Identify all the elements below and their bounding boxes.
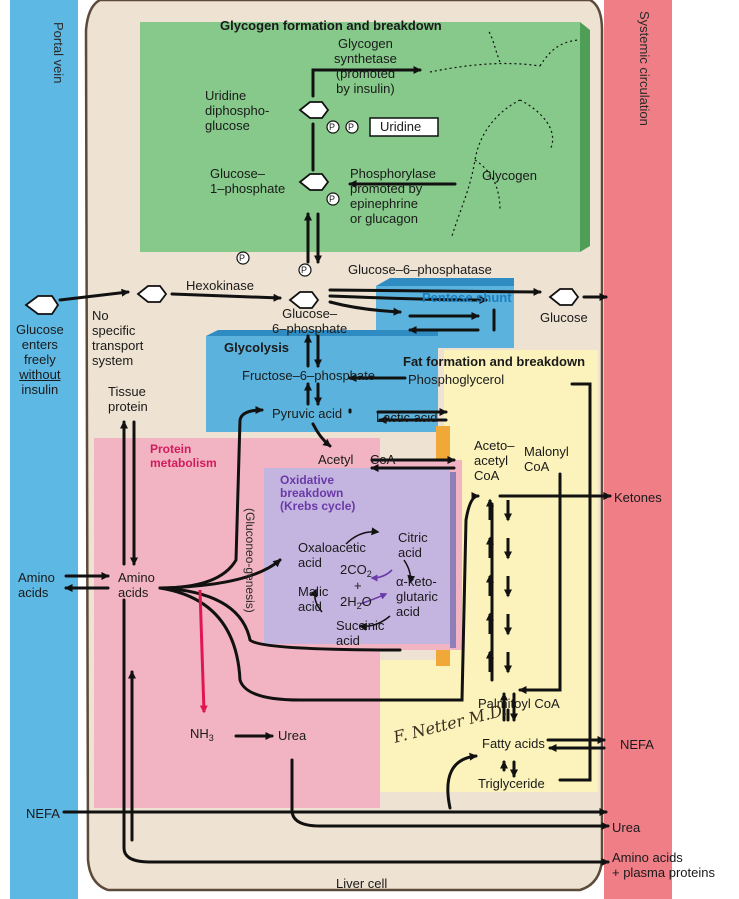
nefa-left-label: NEFA [26,806,60,821]
nefa-right-label: NEFA [620,737,654,752]
p-symbol: P [329,194,336,204]
glycogen-block [140,22,580,252]
phosphate-p-icon [236,120,359,277]
glycolysis-section-title: Glycolysis [224,340,290,355]
krebs-block-edge [450,472,456,648]
nh3-label: NH3 [190,726,214,743]
urea-out-label: Urea [612,820,641,835]
glycolysis-block [206,336,438,432]
urea-label: Urea [278,728,307,743]
glucose-hexagon-icon [24,101,580,315]
uridine-box [369,117,439,137]
hexokinase-label: Hexokinase [186,278,254,293]
glycogen-label: Glycogen [482,168,537,183]
pentose-block-side [376,278,514,286]
pathway-arrows [58,66,612,866]
pentose-section-title: Pentose shunt [422,290,512,305]
p-symbol: P [348,122,355,132]
fatty-acid-chain-arrows [486,498,512,674]
p-symbol: P [301,265,308,275]
glucose-6-phosphatase-label: Glucose–6–phosphatase [348,262,492,277]
co2-label: 2CO2 [340,562,372,579]
fat-section-title: Fat formation and breakdown [403,354,586,369]
uridine-label: Uridine [380,119,422,134]
krebs-cycle-arrows [309,527,416,631]
systemic-circulation-label: Systemic circulation [637,10,652,126]
fructose-6-phosphate-label: Fructose–6–phosphate [242,368,375,383]
glucose-1-phosphate-label: Glucose–1–phosphate [210,166,286,196]
glucose-6-phosphate-label: Glucose–6–phosphate [272,306,348,336]
glycogen-chain [429,29,579,237]
palmitoyl-coa-label: Palmitoyl CoA [478,696,560,711]
triglyceride-label: Triglyceride [478,776,545,791]
h2o-label: 2H2O [340,594,372,611]
portal-vein-band [10,0,78,899]
glycogen-block-side [580,22,590,252]
acetyl-label: Acetyl [318,452,354,467]
p-symbol: P [329,122,336,132]
amino-acids-out-label: Amino acids+ plasma proteins [612,850,715,880]
liver-cell-label: Liver cell [336,876,388,891]
systemic-circulation-band [604,0,672,899]
krebs-block [264,468,450,644]
fat-block [380,350,598,792]
glycolysis-block-side [206,330,438,336]
plus-label: + [354,578,362,593]
coa-label: CoA [370,452,396,467]
nh3-red-arrow [198,589,208,714]
gluconeogenesis-label: (Gluconeo-genesis) [243,507,257,613]
glucose-out-label: Glucose [540,310,588,325]
krebs-purple-arrows [359,569,393,605]
ketones-label: Ketones [614,490,662,505]
pyruvic-acid-label: Pyruvic acid [272,406,343,421]
phosphoglycerol-label: Phosphoglycerol [408,372,505,387]
portal-vein-label: Portal vein [51,22,66,84]
p-symbol: P [239,253,246,263]
glycogen-section-title: Glycogen formation and breakdown [220,18,442,33]
fatty-acids-label: Fatty acids [482,736,545,751]
lactic-acid-label: Lactic acid [376,410,438,425]
